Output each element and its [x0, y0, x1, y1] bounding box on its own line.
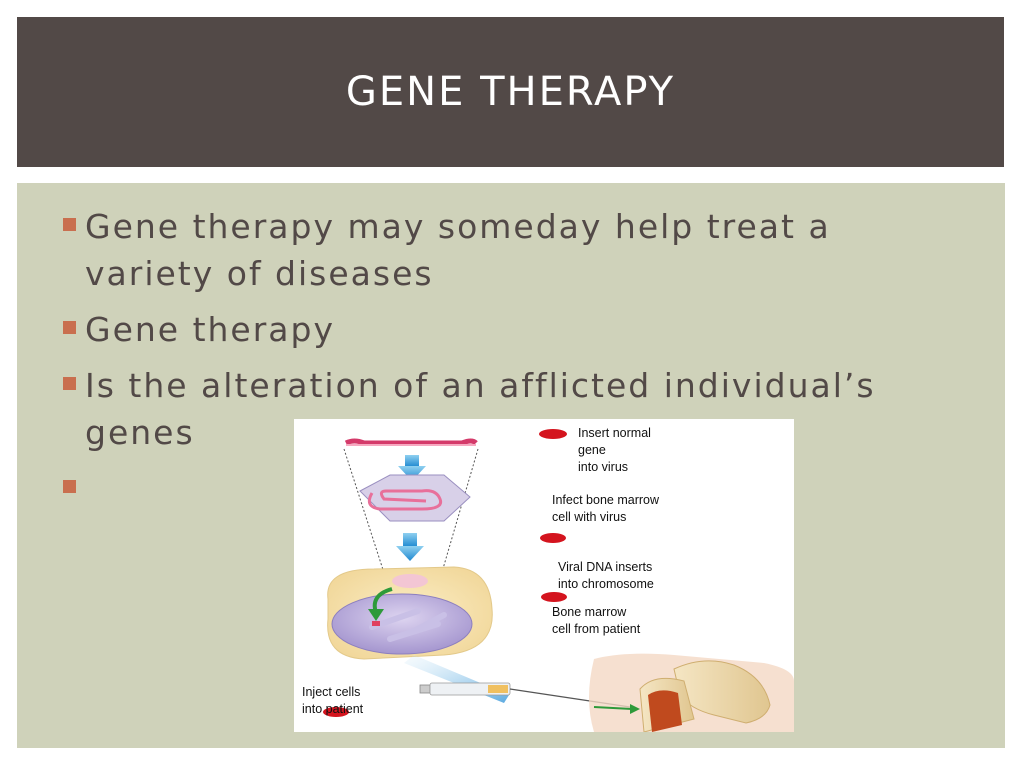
down-arrow-icon	[398, 455, 426, 481]
syringe-icon	[419, 682, 631, 708]
gene-strand-icon	[344, 438, 478, 446]
flow-streak	[404, 655, 509, 703]
slide-title: GENE THERAPY	[345, 69, 676, 115]
content-area: Gene therapy may someday help treat a va…	[17, 183, 1005, 748]
bullet-list: Gene therapy may someday help treat a va…	[61, 203, 961, 493]
label-viral-dna: Viral DNA inserts into chromosome	[558, 560, 654, 591]
title-bar: GENE THERAPY	[17, 17, 1004, 167]
label-inject: Inject cells into patient	[302, 685, 364, 716]
virus-icon	[359, 474, 471, 522]
bullet-item: Gene therapy	[61, 306, 961, 353]
bullet-text: Gene therapy	[85, 310, 336, 349]
bullet-square-icon	[63, 218, 76, 231]
bone-marrow-cell-icon	[327, 566, 493, 660]
label-insert-gene: Insert normal gene into virus	[578, 426, 651, 474]
step-marker-icon	[540, 533, 566, 543]
diagram-illustration	[323, 429, 794, 733]
green-arrow-icon	[593, 704, 640, 714]
green-arrow-icon	[368, 587, 393, 621]
bullet-square-icon	[63, 377, 76, 390]
bullet-text: Is the alteration of an afflicted indivi…	[85, 366, 876, 452]
bullet-item: Gene therapy may someday help treat a va…	[61, 203, 961, 297]
step-marker-icon	[541, 592, 567, 602]
step-marker-icon	[323, 707, 349, 717]
label-bone-marrow: Bone marrow cell from patient	[552, 605, 641, 636]
gene-therapy-diagram: Insert normal gene into virus Infect bon…	[294, 419, 794, 733]
bone-joint-icon	[589, 653, 794, 733]
down-arrow-icon	[396, 533, 424, 561]
bullet-text: Gene therapy may someday help treat a va…	[85, 207, 831, 293]
label-infect-cell: Infect bone marrow cell with virus	[552, 493, 659, 524]
step-marker-icon	[539, 429, 567, 439]
bullet-square-icon	[63, 480, 76, 493]
bullet-item: Is the alteration of an afflicted indivi…	[61, 362, 961, 456]
bullet-square-icon	[63, 321, 76, 334]
